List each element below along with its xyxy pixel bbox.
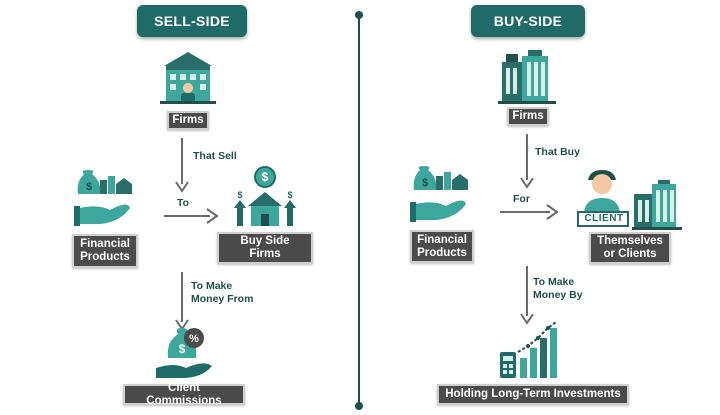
sell-to-text: To — [177, 197, 190, 209]
svg-text:$: $ — [86, 181, 92, 193]
sell-that-sell-text: That Sell — [193, 150, 237, 162]
buy-firms-label: Firms — [507, 107, 549, 126]
buy-that-buy-text: That Buy — [535, 146, 580, 158]
arrow-head-down-icon — [175, 181, 189, 193]
svg-text:$: $ — [422, 177, 428, 189]
client-person-icon — [577, 170, 629, 227]
client-badge: CLIENT — [584, 213, 624, 224]
arrow-head-down-icon — [520, 313, 534, 325]
buy-side-title: BUY-SIDE — [471, 5, 585, 37]
svg-text:$: $ — [287, 190, 292, 200]
buy-arrow-firms-down — [526, 134, 528, 180]
arrow-head-right-icon — [206, 208, 219, 224]
arrow-head-down-icon — [520, 177, 534, 189]
buy-arrow-money-down — [526, 266, 528, 316]
sell-firms-label: Firms — [167, 111, 209, 130]
svg-text:$: $ — [237, 190, 242, 200]
percent-bag-hand-icon: % $ — [156, 328, 212, 378]
sell-arrow-firms-down — [181, 138, 183, 184]
buy-to-make-money-by-text: To Make Money By — [533, 276, 583, 301]
sell-arrow-money-down — [181, 272, 183, 322]
money-bags-hand-icon: $ — [74, 170, 132, 226]
sell-to-make-money-from-text: To Make Money From — [191, 280, 254, 305]
svg-text:$: $ — [262, 170, 269, 184]
buy-for-text: For — [513, 193, 530, 205]
arrow-head-right-icon — [546, 204, 559, 220]
skyscraper-building-icon — [632, 180, 682, 230]
themselves-or-clients-label: Themselves or Clients — [589, 232, 671, 264]
svg-text:$: $ — [179, 342, 186, 356]
holding-long-term-label: Holding Long-Term Investments — [437, 384, 629, 405]
house-dollar-icon: $ $ $ — [234, 166, 296, 226]
sell-side-title: SELL-SIDE — [137, 5, 247, 37]
sell-buy-side-firms-label: Buy Side Firms — [217, 232, 313, 264]
client-commissions-label: Client Commissions — [123, 382, 245, 407]
office-building-icon — [160, 52, 216, 104]
sell-financial-products-label: Financial Products — [72, 234, 138, 268]
divider-top-dot — [355, 11, 363, 19]
growth-chart-icon — [500, 321, 557, 378]
skyscraper-building-icon — [498, 50, 556, 104]
svg-text:%: % — [189, 333, 199, 345]
divider-bottom-dot — [355, 402, 363, 410]
buy-arrow-for — [500, 211, 550, 213]
buy-financial-products-label: Financial Products — [410, 230, 474, 263]
center-divider — [358, 14, 360, 406]
sell-arrow-to — [164, 215, 210, 217]
money-bags-hand-icon: $ — [410, 166, 468, 222]
